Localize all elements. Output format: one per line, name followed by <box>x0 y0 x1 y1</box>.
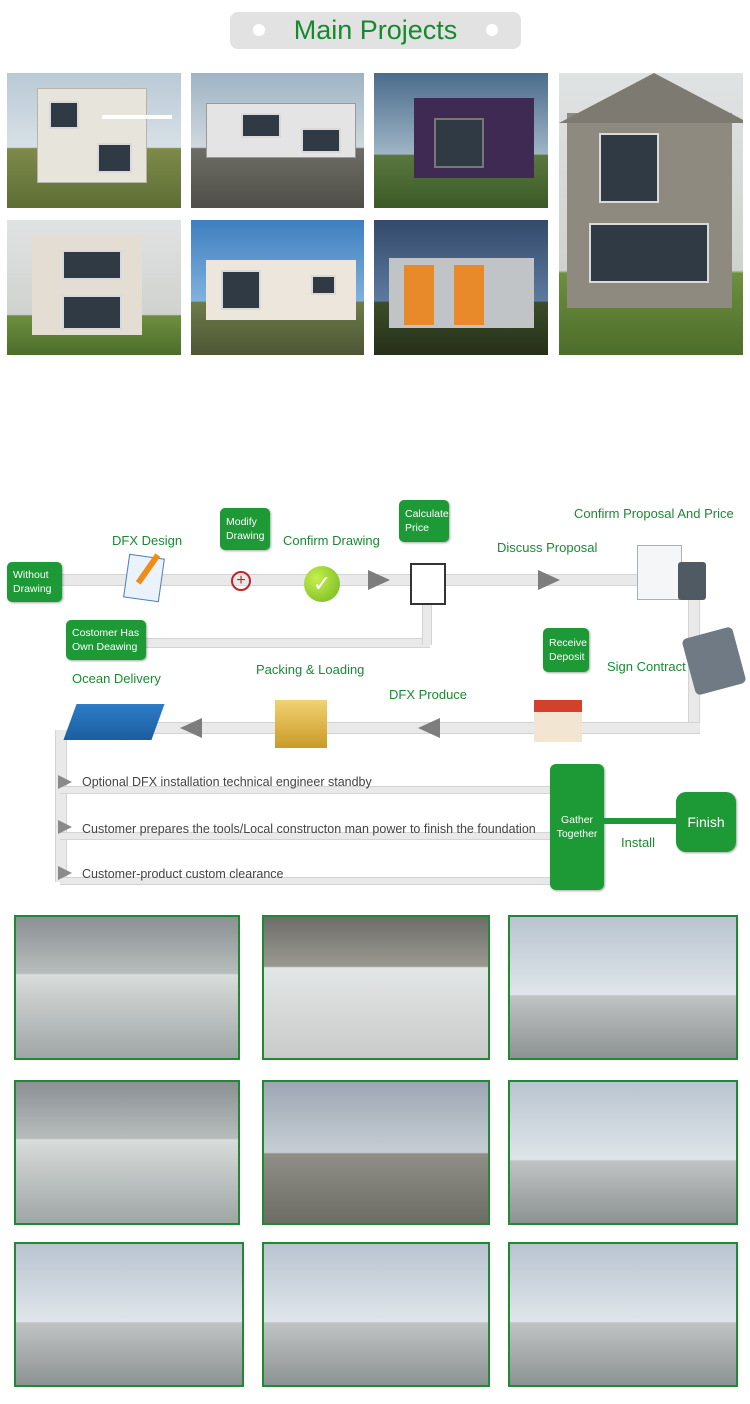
section-title-pill: Main Projects <box>230 12 521 49</box>
arrow-left-icon <box>418 718 440 738</box>
arrow-right-icon <box>58 866 72 880</box>
label-dfx-design: DFX Design <box>112 533 183 548</box>
label-confirm-proposal: Confirm Proposal And Price <box>574 506 734 521</box>
label-dfx-produce: DFX Produce <box>389 687 468 702</box>
flow-line <box>140 638 430 648</box>
option-customer-tools: Customer prepares the tools/Local constr… <box>82 822 536 836</box>
decorative-dot <box>486 24 498 36</box>
flow-line <box>55 730 67 882</box>
flow-line <box>10 574 700 586</box>
project-photo <box>191 220 364 355</box>
label-packing-loading: Packing & Loading <box>256 662 365 677</box>
project-photo <box>191 73 364 208</box>
flow-line <box>60 786 555 794</box>
workshop-photo <box>508 1242 738 1387</box>
clipboard-icon <box>410 563 446 605</box>
flow-line <box>604 818 680 824</box>
label-discuss-proposal: Discuss Proposal <box>497 540 598 555</box>
page-title: Main Projects <box>293 15 458 45</box>
flow-line <box>60 877 555 885</box>
workshop-photo <box>262 915 490 1060</box>
workshop-photo <box>14 1080 240 1225</box>
label-confirm-drawing: Confirm Drawing <box>283 533 380 548</box>
decorative-dot <box>253 24 265 36</box>
project-photo <box>374 73 548 208</box>
workshop-photo <box>262 1080 490 1225</box>
step-finish: Finish <box>676 792 736 852</box>
step-receive-deposit: Receive Deposit <box>543 628 589 672</box>
label-ocean-delivery: Ocean Delivery <box>72 671 161 686</box>
arrow-left-icon <box>180 718 202 738</box>
option-custom-clearance: Customer-product custom clearance <box>82 867 284 881</box>
workshop-photo <box>508 915 738 1060</box>
step-calculate-price: Calculate Price <box>399 500 449 542</box>
arrow-right-icon <box>58 820 72 834</box>
project-photo <box>559 73 743 355</box>
workshop-photo <box>508 1080 738 1225</box>
step-customer-drawing: Costomer Has Own Deawing <box>66 620 146 660</box>
report-chart-icon <box>637 545 682 600</box>
gift-box-icon <box>275 700 327 748</box>
checkmark-icon: ✓ <box>304 566 340 602</box>
flow-line <box>422 595 432 645</box>
label-install: Install <box>621 835 655 850</box>
calculator-icon <box>678 562 706 600</box>
workshop-photo <box>262 1242 490 1387</box>
step-gather-together: Gather Together <box>550 764 604 890</box>
arrow-right-icon <box>368 570 390 590</box>
step-modify-drawing: Modify Drawing <box>220 508 270 550</box>
step-without-drawing: Without Drawing <box>7 562 62 602</box>
arrow-right-icon <box>538 570 560 590</box>
workshop-photo <box>14 1242 244 1387</box>
flow-line <box>60 832 555 840</box>
house-icon <box>534 700 582 742</box>
project-photo <box>7 220 181 355</box>
project-photo <box>7 73 181 208</box>
plus-circle-icon: + <box>231 571 251 591</box>
cargo-ship-icon <box>63 704 165 740</box>
option-engineer: Optional DFX installation technical engi… <box>82 775 372 789</box>
label-sign-contract: Sign Contract <box>607 659 686 674</box>
arrow-right-icon <box>58 775 72 789</box>
workshop-photo <box>14 915 240 1060</box>
project-photo <box>374 220 548 355</box>
flow-line <box>70 722 700 734</box>
